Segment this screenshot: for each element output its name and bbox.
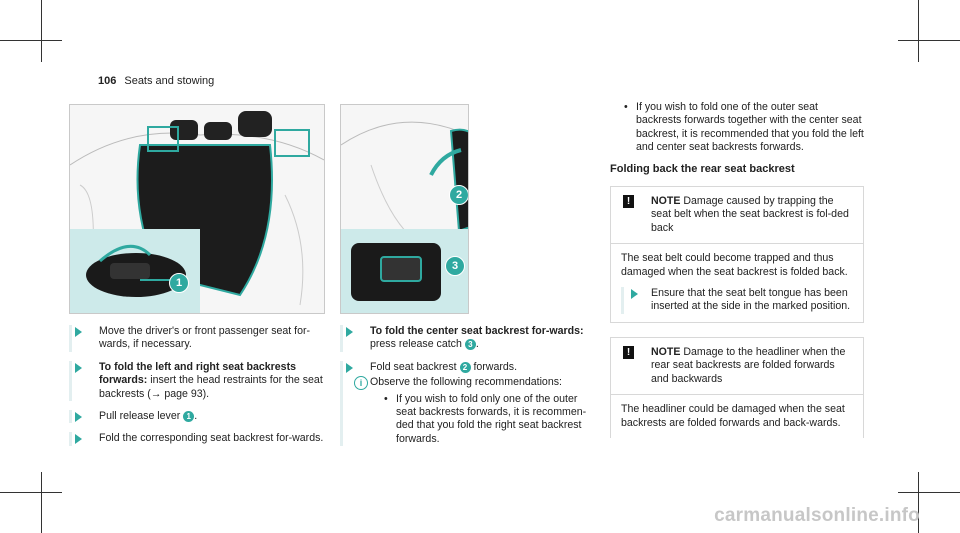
step-text: . [194, 410, 198, 423]
warning-icon: ! [623, 345, 634, 359]
step-text: Fold seat backrest [370, 360, 460, 373]
step-text: press release catch [370, 338, 465, 351]
callout-2: 2 [449, 185, 468, 205]
column-1: Move the driver's or front passenger sea… [69, 325, 327, 455]
section-heading: Folding back the rear seat backrest [610, 162, 795, 175]
note-header: ! NOTE Damage to the headliner when the … [611, 338, 863, 396]
note-step: Ensure that the seat belt tongue has bee… [621, 287, 853, 314]
rear-seat-illustration [70, 105, 324, 313]
warning-icon: ! [623, 195, 634, 209]
column-3: If you wish to fold one of the outer sea… [610, 101, 864, 438]
note-box-seat-belt: ! NOTE Damage caused by trapping the sea… [610, 186, 864, 323]
column-2: To fold the center seat backrest for-war… [340, 325, 590, 455]
note-label: NOTE [651, 195, 681, 208]
info-text: Observe the following recommendations: [370, 376, 562, 389]
note-title: Damage to the headliner when the rear se… [651, 345, 846, 385]
note-body: The headliner could be damaged when the … [611, 395, 863, 438]
center-backrest-illustration [341, 105, 468, 313]
crop-mark [918, 0, 919, 62]
crop-mark [0, 40, 62, 41]
bullet-text: If you wish to fold one of the outer sea… [636, 101, 864, 154]
ref-badge-2: 2 [459, 361, 471, 373]
step-fold-outer: To fold the left and right seat backrest… [69, 360, 327, 402]
step-text: forwards. [470, 360, 518, 373]
callout-3: 3 [445, 256, 465, 276]
step-text: Ensure that the seat belt tongue has bee… [651, 287, 851, 313]
step-heading: To fold the center seat backrest for-war… [370, 325, 584, 337]
ref-badge-3: 3 [464, 339, 476, 351]
step-text: . [475, 338, 479, 351]
watermark: carmanualsonline.info [714, 505, 920, 526]
step-fold-backrest: Fold the corresponding seat backrest for… [69, 432, 327, 446]
figure-center-backrest: 2 3 [340, 104, 469, 314]
crop-mark [898, 492, 960, 493]
step-heading: To fold the left and right seat backrest… [99, 360, 296, 387]
bullet-item: If you wish to fold one of the outer sea… [610, 101, 864, 155]
figure-rear-seat-backrests: 1 [69, 104, 325, 314]
bullet-text: If you wish to fold only one of the oute… [396, 392, 587, 445]
note-label: NOTE [651, 345, 681, 358]
page-number: 106 [98, 75, 117, 87]
note-text: The seat belt could become trapped and t… [621, 252, 848, 278]
note-header: ! NOTE Damage caused by trapping the sea… [611, 187, 863, 245]
note-box-headliner: ! NOTE Damage to the headliner when the … [610, 336, 864, 438]
info-note: i Observe the following recommendations: [354, 376, 590, 391]
bullet-item: If you wish to fold only one of the oute… [370, 393, 590, 447]
step-text: Fold the corresponding seat backrest for… [99, 432, 324, 445]
page-header: 106 Seats and stowing [98, 75, 214, 87]
note-text: The headliner could be damaged when the … [621, 403, 845, 429]
note-title: Damage caused by trapping the seat belt … [651, 195, 849, 234]
crop-mark [0, 492, 62, 493]
step-text: insert the head restraints for the seat … [99, 374, 323, 400]
step-fold-center: To fold the center seat backrest for-war… [340, 325, 590, 352]
step-text: Pull release lever [99, 410, 184, 423]
crop-mark [41, 0, 42, 62]
callout-1: 1 [169, 273, 189, 293]
step-text: Move the driver's or front passenger sea… [99, 325, 311, 351]
step-pull-lever: Pull release lever 1. [69, 410, 327, 424]
note-body: The seat belt could become trapped and t… [611, 244, 863, 322]
crop-mark [898, 40, 960, 41]
step-fold-seat: Fold seat backrest 2 forwards. i Observe… [340, 360, 590, 447]
info-icon: i [354, 376, 368, 391]
crop-mark [918, 472, 919, 533]
step-move-seat: Move the driver's or front passenger sea… [69, 325, 327, 352]
section-title: Seats and stowing [124, 75, 215, 87]
ref-badge-1: 1 [183, 411, 195, 423]
crop-mark [41, 472, 42, 533]
